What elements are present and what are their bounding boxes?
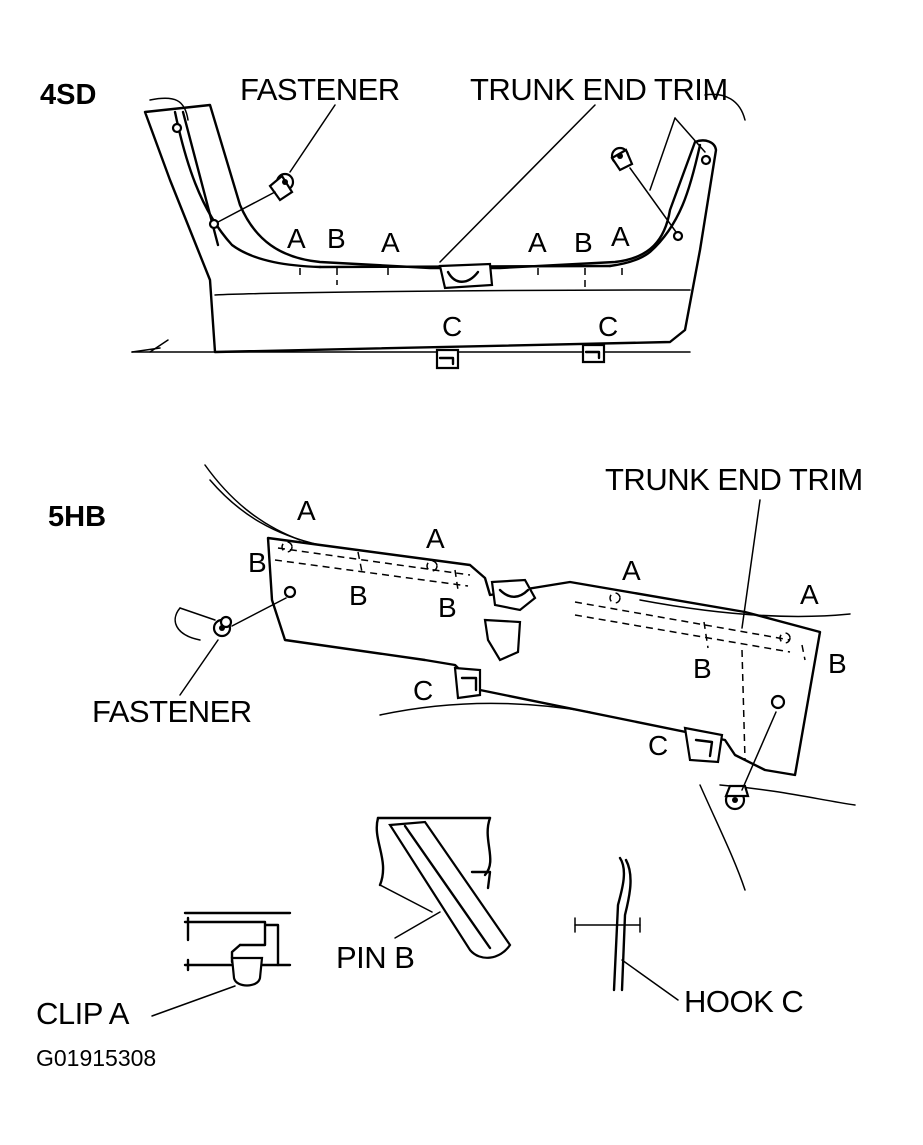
clip-a-label: CLIP A xyxy=(36,996,130,1031)
marker-b: B xyxy=(828,648,847,679)
hook-c-label: HOOK C xyxy=(684,984,803,1019)
pin-b-label: PIN B xyxy=(336,940,414,975)
fastener-icon xyxy=(610,146,634,172)
marker-b: B xyxy=(248,547,267,578)
hatchback-fastener-label: FASTENER xyxy=(92,694,252,729)
pin-b-detail: PIN B xyxy=(336,816,512,975)
fastener-icon xyxy=(724,784,750,811)
hatchback-trim-view: 5HB TRUNK END TRIM FASTENER A A A A B B … xyxy=(48,462,863,891)
marker-c: C xyxy=(413,675,433,706)
hatchback-trim-label: TRUNK END TRIM xyxy=(605,462,863,497)
marker-a: A xyxy=(800,579,819,610)
marker-a: A xyxy=(381,227,400,258)
hatchback-trim-panel xyxy=(266,536,822,777)
clip-a-detail: CLIP A xyxy=(36,911,292,1031)
marker-c: C xyxy=(442,311,462,342)
hook-c-detail: HOOK C xyxy=(574,856,804,1019)
fastener-icon xyxy=(268,172,295,202)
sedan-heading: 4SD xyxy=(40,79,96,111)
figure-code: G01915308 xyxy=(36,1045,156,1071)
fastener-icon xyxy=(212,615,233,638)
marker-a: A xyxy=(611,221,630,252)
marker-c: C xyxy=(598,311,618,342)
marker-a: A xyxy=(622,555,641,586)
marker-a: A xyxy=(528,227,547,258)
marker-b: B xyxy=(327,223,346,254)
marker-b: B xyxy=(693,653,712,684)
sedan-fastener-label: FASTENER xyxy=(240,72,400,107)
marker-a: A xyxy=(426,523,445,554)
sedan-trim-panel xyxy=(143,103,718,354)
hatchback-heading: 5HB xyxy=(48,501,106,533)
marker-a: A xyxy=(287,223,306,254)
marker-c: C xyxy=(648,730,668,761)
sedan-trim-label: TRUNK END TRIM xyxy=(470,72,728,107)
marker-b: B xyxy=(438,592,457,623)
sedan-trim-view: 4SD FASTENER TRUNK END TRIM A B A A B A … xyxy=(40,72,746,370)
marker-b: B xyxy=(574,227,593,258)
marker-b: B xyxy=(349,580,368,611)
marker-a: A xyxy=(297,495,316,526)
